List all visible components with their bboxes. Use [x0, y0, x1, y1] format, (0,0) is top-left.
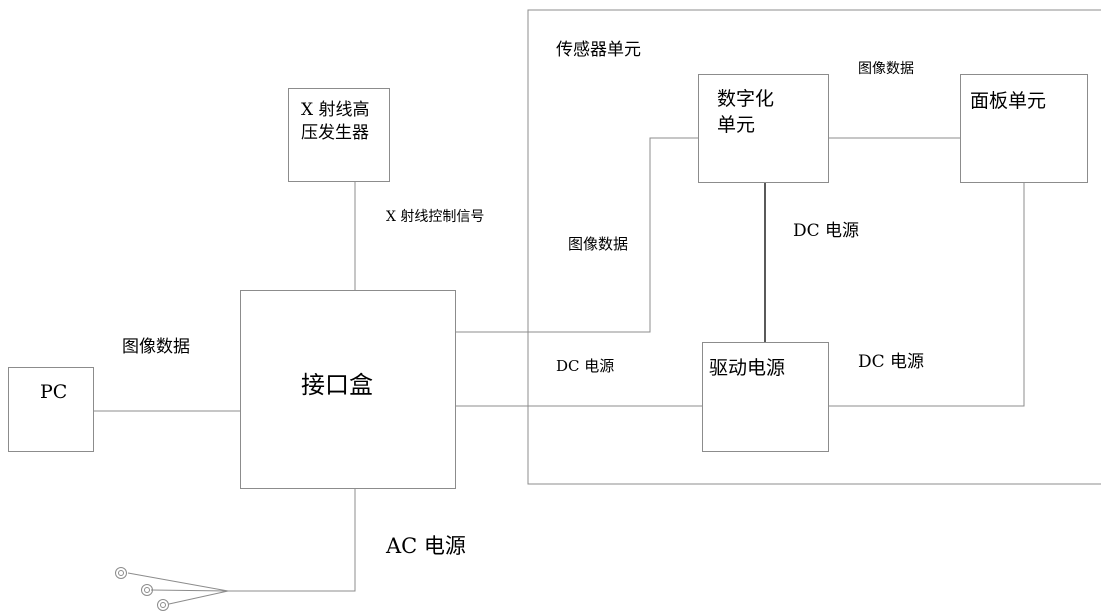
ac-power-label: AC 电源: [386, 534, 466, 558]
line-drivepower-panel: [829, 183, 1025, 407]
dc-power-interface-label: DC 电源: [556, 357, 615, 375]
sensor-unit-outline: [527, 9, 1101, 485]
dc-power-panel-label: DC 电源: [858, 352, 925, 372]
xray-control-signal-label: X 射线控制信号: [386, 209, 485, 225]
image-data-interface-label: 图像数据: [568, 235, 629, 253]
panel-unit-box: 面板单元: [960, 74, 1088, 183]
sensor-unit-title: 传感器单元: [556, 40, 641, 60]
image-data-panel-label: 图像数据: [858, 61, 914, 77]
power-plug-icon: [115, 567, 229, 611]
dc-power-vertical-label: DC 电源: [793, 221, 860, 241]
digitizer-label: 数字化 单元: [717, 88, 775, 136]
xray-generator-box: X 射线高 压发生器: [288, 88, 390, 182]
panel-unit-label: 面板单元: [970, 90, 1047, 112]
xray-generator-label: X 射线高 压发生器: [301, 100, 370, 143]
interface-box: 接口盒: [240, 290, 456, 489]
pc-label: PC: [40, 381, 68, 403]
pc-box: PC: [8, 367, 94, 452]
drive-power-label: 驱动电源: [709, 357, 786, 379]
image-data-pc-label: 图像数据: [122, 337, 190, 357]
line-ac-power: [228, 489, 356, 592]
digitizer-box: 数字化 单元: [698, 74, 829, 183]
interface-box-label: 接口盒: [301, 371, 373, 399]
line-interface-digitizer: [456, 137, 698, 333]
drive-power-box: 驱动电源: [702, 342, 829, 452]
